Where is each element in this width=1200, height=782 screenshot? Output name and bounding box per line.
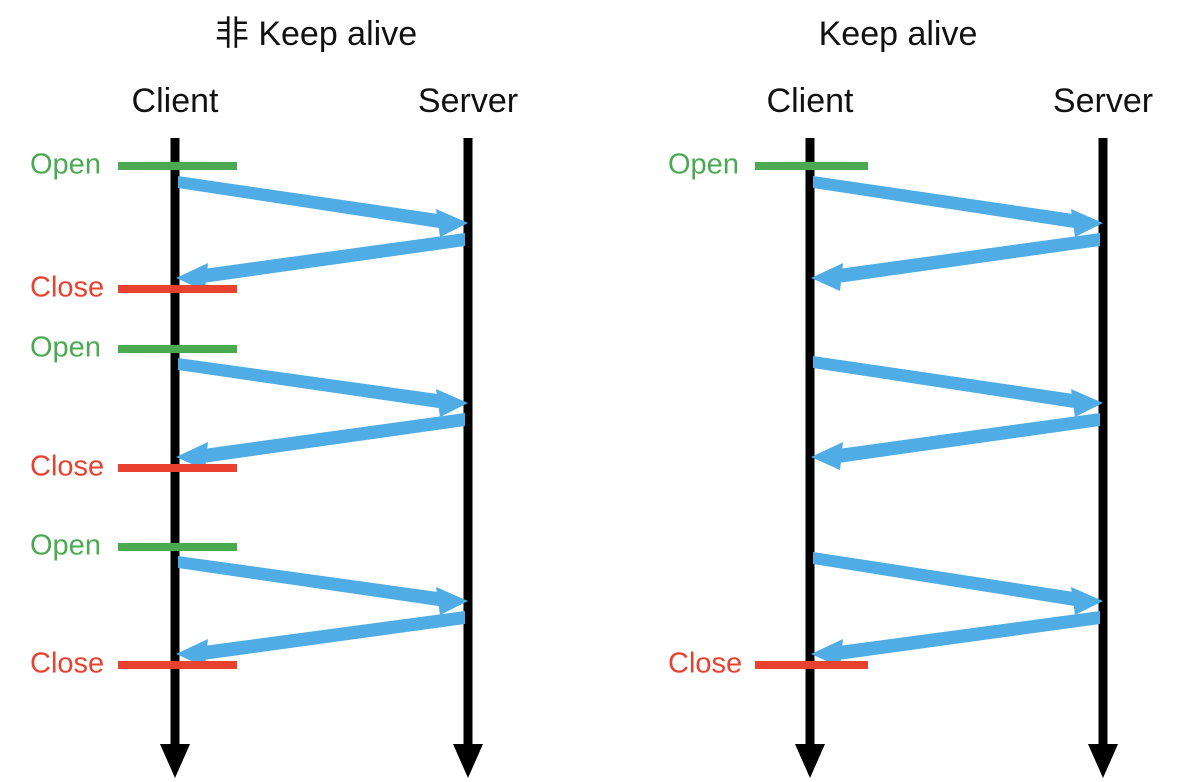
lifeline-arrowhead-server-right [1088, 744, 1118, 778]
message-arrowhead-server-to-client-right-3 [811, 639, 843, 667]
message-arrowhead-server-to-client-right-2 [811, 442, 843, 470]
lane-label-client-left: Client [132, 82, 219, 120]
event-label-close-left-1: Close [30, 272, 104, 304]
message-arrowhead-server-to-client-left-3 [176, 639, 208, 667]
event-label-close-left-3: Close [30, 648, 104, 680]
message-client-to-server-right-1 [813, 176, 1087, 230]
event-label-close-right-1: Close [668, 648, 742, 680]
panel-title-non-keep-alive: 非 Keep alive [215, 15, 417, 53]
event-label-open-left-2: Open [30, 332, 101, 364]
panel-title-keep-alive: Keep alive [819, 15, 978, 53]
lane-label-server-left: Server [418, 82, 518, 120]
message-arrowhead-client-to-server-right-2 [1071, 389, 1103, 417]
message-client-to-server-right-3 [813, 552, 1087, 608]
message-arrowhead-client-to-server-left-1 [436, 209, 468, 237]
message-client-to-server-right-2 [813, 356, 1087, 410]
message-arrowhead-client-to-server-right-3 [1071, 587, 1103, 615]
event-label-open-left-1: Open [30, 149, 101, 181]
message-server-to-client-right-3 [831, 611, 1100, 661]
lifeline-arrowhead-server-left [453, 744, 483, 778]
message-arrowhead-client-to-server-left-2 [436, 389, 468, 417]
panel-keep-alive: Keep alive Client Server Open [668, 15, 1153, 778]
message-server-to-client-left-3 [196, 611, 465, 661]
lifeline-arrowhead-client-right [795, 744, 825, 778]
message-arrowhead-server-to-client-left-1 [176, 263, 208, 291]
message-arrowhead-server-to-client-left-2 [176, 442, 208, 470]
message-arrowhead-client-to-server-left-3 [436, 587, 468, 615]
message-arrowhead-server-to-client-right-1 [811, 263, 843, 291]
lifeline-arrowhead-client-left [160, 744, 190, 778]
message-client-to-server-left-1 [178, 176, 452, 230]
event-label-close-left-2: Close [30, 451, 104, 483]
message-server-to-client-right-2 [831, 413, 1100, 464]
lane-label-server-right: Server [1053, 82, 1153, 120]
message-server-to-client-left-2 [196, 413, 465, 464]
lane-label-client-right: Client [767, 82, 854, 120]
event-label-open-right-1: Open [668, 149, 739, 181]
message-arrowhead-client-to-server-right-1 [1071, 209, 1103, 237]
panel-non-keep-alive: 非 Keep alive Client Server Open Close [30, 15, 518, 778]
event-label-open-left-3: Open [30, 530, 101, 562]
message-client-to-server-left-2 [178, 358, 452, 410]
message-server-to-client-right-1 [831, 233, 1100, 284]
message-client-to-server-left-3 [178, 556, 452, 608]
message-server-to-client-left-1 [196, 233, 465, 284]
